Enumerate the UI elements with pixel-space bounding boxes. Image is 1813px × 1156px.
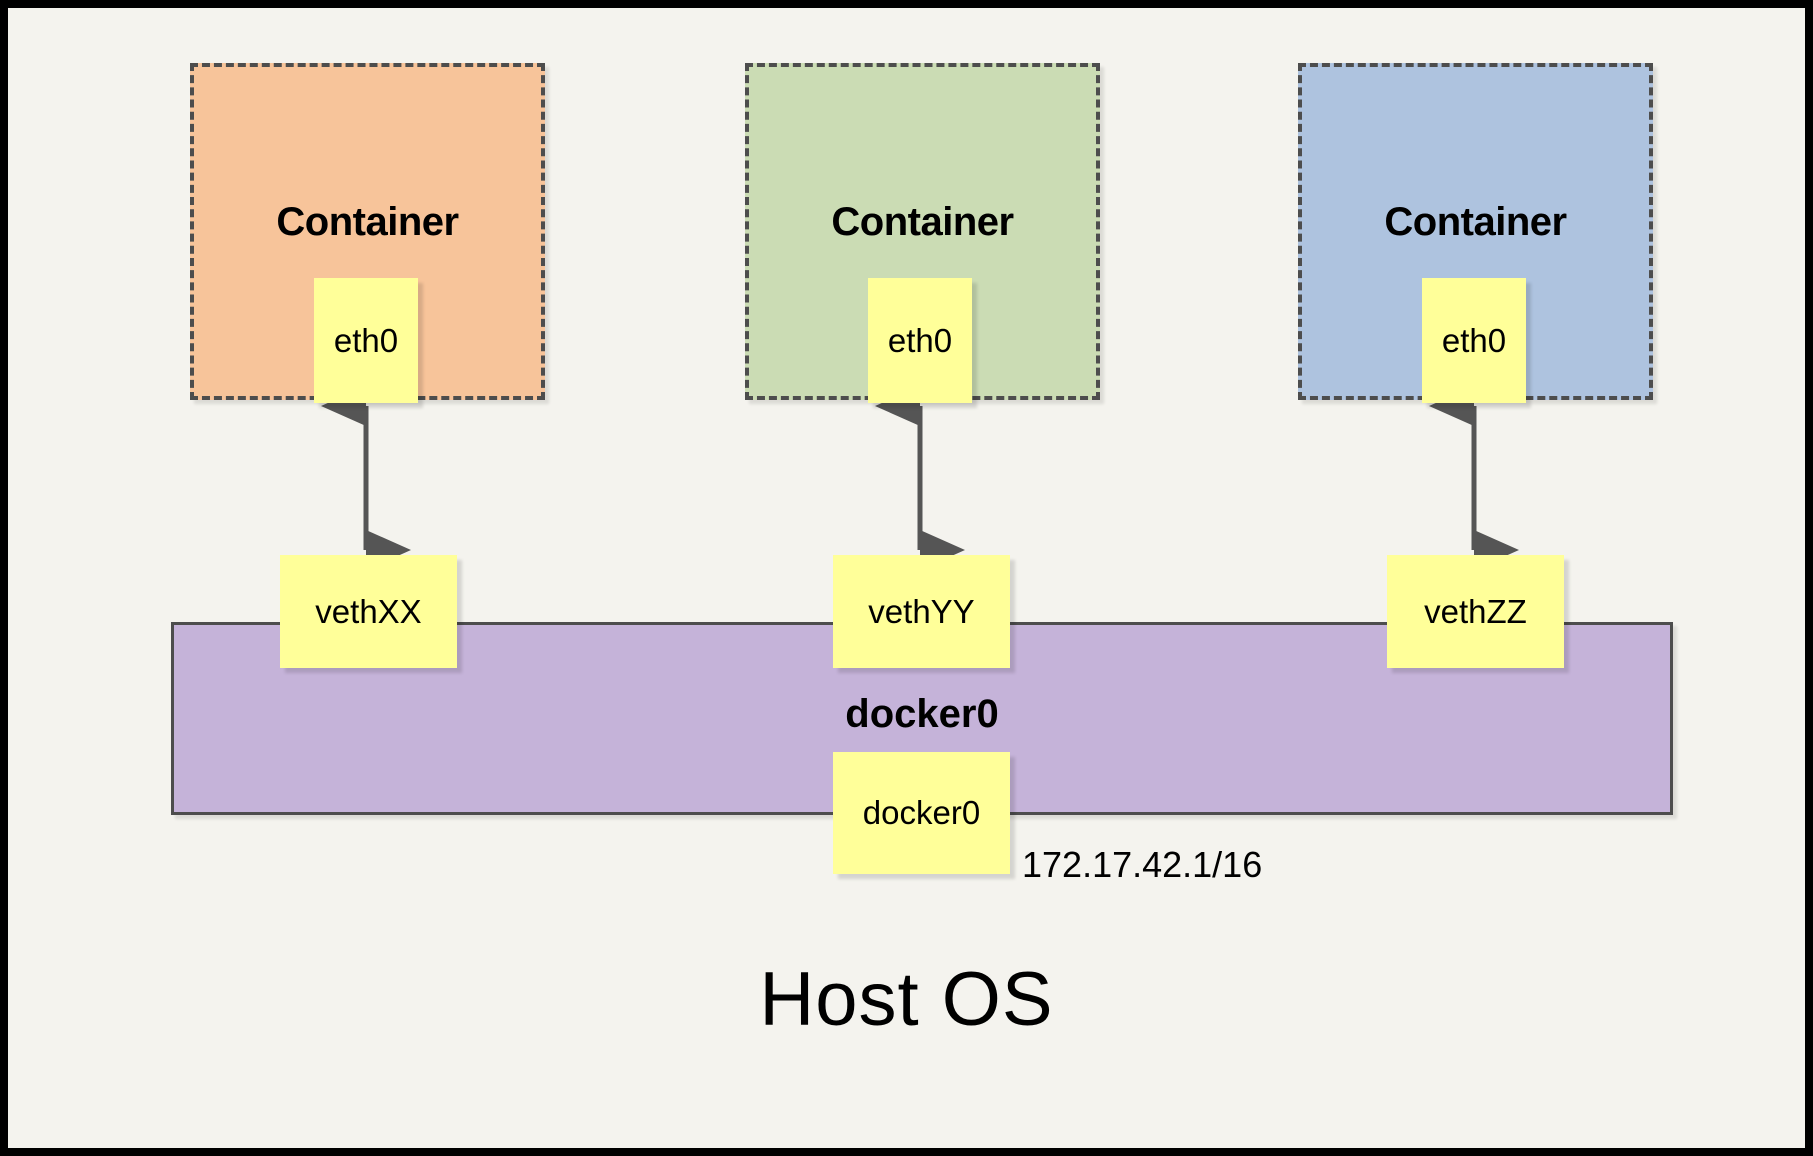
- link-arrow-1: [321, 386, 411, 570]
- docker0-interface-chip[interactable]: docker0: [833, 752, 1010, 874]
- container-title-1: Container: [276, 200, 459, 244]
- link-arrow-2: [875, 386, 965, 570]
- host-os-label: Host OS: [759, 957, 1054, 1042]
- eth0-chip-1[interactable]: eth0: [314, 278, 418, 403]
- eth0-chip-3[interactable]: eth0: [1422, 278, 1526, 403]
- veth-chip-vethzz[interactable]: vethZZ: [1387, 555, 1564, 668]
- veth-chip-vethyy[interactable]: vethYY: [833, 555, 1010, 668]
- docker0-ip-label: 172.17.42.1/16: [1022, 844, 1263, 885]
- container-title-2: Container: [831, 200, 1014, 244]
- docker0-bridge-label: docker0: [845, 692, 999, 736]
- container-title-3: Container: [1384, 200, 1567, 244]
- veth-chip-vethxx[interactable]: vethXX: [280, 555, 457, 668]
- eth0-chip-2[interactable]: eth0: [868, 278, 972, 403]
- link-arrow-3: [1429, 386, 1519, 570]
